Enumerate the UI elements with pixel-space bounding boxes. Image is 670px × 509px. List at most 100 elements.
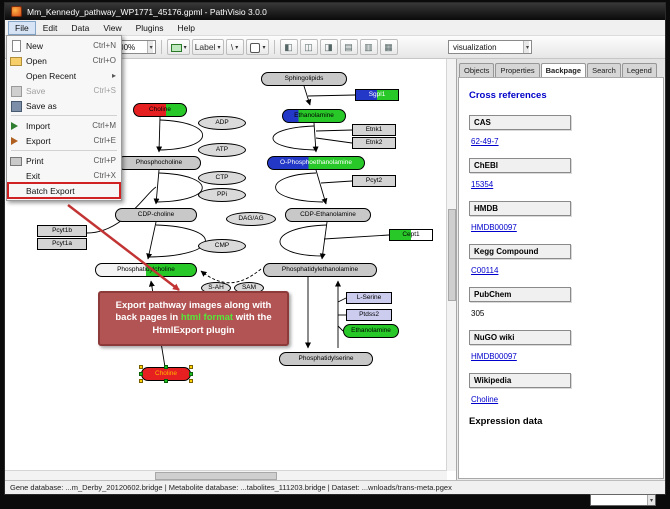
selection-handle[interactable] [164,365,168,369]
pathway-node-pcyt1a[interactable]: Pcyt1a [37,238,87,250]
pathway-node-ptdss2[interactable]: Ptdss2 [346,309,392,321]
window-title: Mm_Kennedy_pathway_WP1771_45176.gpml - P… [27,6,267,17]
pathway-node-cdp-choline[interactable]: CDP-choline [115,208,197,222]
align-center-button[interactable]: ◫ [299,39,318,55]
tab-properties[interactable]: Properties [495,63,540,77]
titlebar[interactable]: Mm_Kennedy_pathway_WP1771_45176.gpml - P… [5,3,665,20]
tab-backpage[interactable]: Backpage [540,63,587,77]
menu-help[interactable]: Help [177,22,195,33]
pathway-node-phosphatidylcholine[interactable]: Phosphatidylcholine [95,263,197,277]
distribute-vertical-button[interactable]: ▦ [379,39,398,55]
pathway-node-l-serine[interactable]: L-Serine [346,292,392,304]
backpage-link-wikipedia[interactable]: Choline [471,395,499,404]
menu-file[interactable]: File [8,20,36,35]
menu-item-batch-export[interactable]: Batch Export [7,182,121,199]
pathway-node-etnk2[interactable]: Etnk2 [352,137,396,149]
align-top-button[interactable]: ▤ [339,39,358,55]
scrollbar-thumb[interactable] [155,472,277,480]
pathway-node-ethanolamine[interactable]: Ethanolamine [343,324,399,338]
selection-handle[interactable] [139,365,143,369]
expression-data-heading: Expression data [469,416,543,427]
pathway-node-adp[interactable]: ADP [198,116,246,130]
menu-data[interactable]: Data [71,22,90,33]
pathway-node-ethanolamine[interactable]: Ethanolamine [282,109,346,123]
selection-handle[interactable] [189,379,193,383]
tab-search[interactable]: Search [587,63,621,77]
pathway-node-cmp[interactable]: CMP [198,239,246,253]
toolbar-separator [160,40,162,54]
selection-handle[interactable] [189,372,193,376]
selection-handle[interactable] [189,365,193,369]
pathway-node-ctp[interactable]: CTP [198,171,246,185]
shape-tool-button[interactable]: ▾ [245,39,269,55]
chevron-down-icon: ▾ [146,41,153,53]
menu-item-open-recent[interactable]: Open Recent▸ [8,68,120,83]
pathway-node-o-phosphoethanolamine[interactable]: O-Phosphoethanolamine [267,156,365,170]
menu-edit[interactable]: Edit [42,22,58,33]
pathway-node-pcyt1b[interactable]: Pcyt1b [37,225,87,237]
menu-item-label: New [26,40,44,51]
label-tool-button[interactable]: Label▾ [191,39,224,55]
pathway-node-cdp-ethanolamine[interactable]: CDP-Ethanolamine [285,208,371,222]
backpage-link-hmdb[interactable]: HMDB00097 [471,223,517,232]
backpage-link-cas[interactable]: 62-49-7 [471,137,499,146]
align-right-button[interactable]: ◨ [319,39,338,55]
backpage-section-wikipedia: Wikipedia [469,373,571,388]
canvas-horizontal-scrollbar[interactable] [5,470,447,480]
backpage-link-nugo-wiki[interactable]: HMDB00097 [471,352,517,361]
pathway-node-phosphatidylserine[interactable]: Phosphatidylserine [279,352,373,366]
distribute-horizontal-button[interactable]: ▥ [359,39,378,55]
pathway-node-cept1[interactable]: Cept1 [389,229,433,241]
visualization-combobox[interactable]: visualization ▾ [448,40,532,54]
selection-handle[interactable] [139,372,143,376]
blank-icon [10,185,22,197]
statusbar: Gene database: ...m_Derby_20120602.bridg… [5,480,665,494]
pathway-node-dag-ag[interactable]: DAG/AG [226,212,276,226]
align-right-icon: ◨ [324,41,333,52]
backpage-link-kegg-compound[interactable]: C00114 [471,266,499,275]
pathway-node-ppi[interactable]: PPi [198,188,246,202]
menu-item-save-as[interactable]: Save as [8,98,120,113]
tab-legend[interactable]: Legend [621,63,657,77]
selection-handle[interactable] [139,379,143,383]
chevron-down-icon: ▾ [522,41,529,53]
canvas-vertical-scrollbar[interactable] [446,59,456,471]
scrollbar-thumb[interactable] [448,209,456,301]
tab-objects[interactable]: Objects [459,63,495,77]
menu-shortcut: Ctrl+M [92,121,116,130]
backpage-section-pubchem: PubChem [469,287,571,302]
line-tool-button[interactable]: \▾ [225,39,244,55]
datanode-tool-button[interactable]: ▾ [166,39,190,55]
selection-handle[interactable] [164,379,168,383]
bottom-dropdown[interactable]: ▾ [590,494,656,506]
backpage-section-nugo-wiki: NuGO wiki [469,330,571,345]
chevron-down-icon: ▾ [235,44,239,51]
menu-plugins[interactable]: Plugins [135,22,164,33]
pathway-node-pcyt2[interactable]: Pcyt2 [352,175,396,187]
pathway-node-phosphatidylethanolamine[interactable]: Phosphatidylethanolamine [263,263,377,277]
pathway-node-phosphocholine[interactable]: Phosphocholine [117,156,201,170]
menu-item-label: Print [26,155,44,166]
pathway-node-sphingolipids[interactable]: Sphingolipids [261,72,347,86]
pathway-node-sgpl1[interactable]: Sgpl1 [355,89,399,101]
align-left-button[interactable]: ◧ [279,39,298,55]
menu-item-label: Batch Export [26,185,75,196]
annotation-highlight: html format [180,312,234,324]
pathway-node-etnk1[interactable]: Etnk1 [352,124,396,136]
menu-shortcut: Ctrl+O [92,56,116,65]
import-icon [10,120,22,132]
menu-view[interactable]: View [103,22,122,33]
menu-shortcut: Ctrl+E [93,136,116,145]
pathway-node-choline[interactable]: Choline [133,103,187,117]
pathway-node-atp[interactable]: ATP [198,143,246,157]
backpage-link-chebi[interactable]: 15354 [471,180,494,189]
